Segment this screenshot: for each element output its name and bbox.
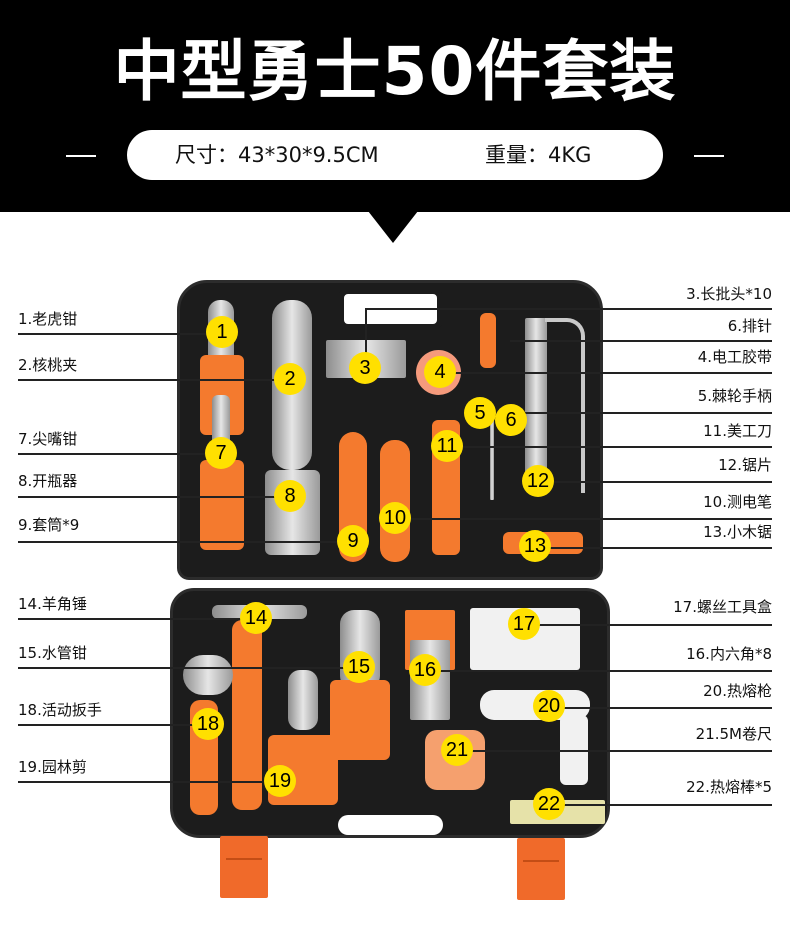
leader-line-9: [18, 541, 353, 543]
leader-line-3-vertical: [365, 308, 367, 360]
leader-line-1: [18, 333, 216, 335]
label-17: 17.螺丝工具盒: [673, 598, 772, 616]
badge-12: 12: [522, 465, 554, 497]
badge-20: 20: [533, 690, 565, 722]
leader-line-2: [18, 379, 288, 381]
leader-line-7: [18, 453, 218, 455]
wrench-head: [183, 655, 233, 695]
leader-line-13: [535, 547, 772, 549]
latch-left: [220, 836, 268, 898]
leader-line-21: [458, 750, 772, 752]
label-8: 8.开瓶器: [18, 472, 78, 490]
label-3: 3.长批头*10: [686, 285, 772, 303]
shears-blade: [288, 670, 318, 730]
divider-left: [66, 155, 96, 157]
leader-line-5: [480, 412, 772, 414]
label-1: 1.老虎钳: [18, 310, 78, 328]
badge-4: 4: [424, 356, 456, 388]
leader-line-16: [427, 670, 772, 672]
label-6: 6.排针: [727, 317, 772, 335]
label-14: 14.羊角锤: [18, 595, 87, 613]
ratchet-handle: [480, 313, 496, 368]
label-21: 21.5M卷尺: [695, 725, 772, 743]
label-19: 19.园林剪: [18, 758, 87, 776]
badge-3: 3: [349, 352, 381, 384]
label-7: 7.尖嘴钳: [18, 430, 78, 448]
label-4: 4.电工胶带: [697, 348, 772, 366]
leader-line-8: [18, 496, 288, 498]
leader-line-22: [550, 804, 772, 806]
badge-5: 5: [464, 397, 496, 429]
leader-line-20: [550, 707, 772, 709]
leader-line-15: [18, 667, 363, 669]
needle-nose-handle: [200, 460, 244, 550]
leader-line-10: [395, 518, 772, 520]
label-16: 16.内六角*8: [686, 645, 772, 663]
label-18: 18.活动扳手: [18, 701, 102, 719]
label-10: 10.测电笔: [703, 493, 772, 511]
badge-8: 8: [274, 480, 306, 512]
label-22: 22.热熔棒*5: [686, 778, 772, 796]
screwdriver-shaft: [490, 420, 494, 500]
hammer-handle: [232, 620, 262, 810]
badge-2: 2: [274, 363, 306, 395]
leader-line-6: [510, 340, 772, 342]
badge-17: 17: [508, 608, 540, 640]
badge-19: 19: [264, 765, 296, 797]
header-banner: 中型勇士50件套装 尺寸：43*30*9.5CM 重量：4KG: [0, 0, 790, 212]
badge-13: 13: [519, 530, 551, 562]
label-2: 2.核桃夹: [18, 356, 78, 374]
leader-line-12: [538, 481, 772, 483]
label-12: 12.锯片: [718, 456, 772, 474]
badge-6: 6: [495, 404, 527, 436]
leader-line-14: [18, 618, 256, 620]
badge-16: 16: [409, 654, 441, 686]
weight-spec: 重量：4KG: [485, 143, 592, 167]
spec-pill: 尺寸：43*30*9.5CM 重量：4KG: [127, 130, 663, 180]
badge-7: 7: [205, 437, 237, 469]
leader-line-17: [525, 624, 772, 626]
size-spec: 尺寸：43*30*9.5CM: [175, 143, 379, 167]
badge-10: 10: [379, 502, 411, 534]
leader-line-19: [18, 781, 280, 783]
water-pump-plier-handle: [330, 680, 390, 760]
base-handle-cutout: [338, 815, 443, 835]
label-15: 15.水管钳: [18, 644, 87, 662]
page-title: 中型勇士50件套装: [113, 33, 677, 110]
leader-line-11: [447, 446, 772, 448]
latch-right: [517, 838, 565, 900]
leader-line-3: [365, 308, 772, 310]
saw-blade: [525, 318, 547, 488]
pointer-arrow-icon: [368, 211, 418, 243]
badge-21: 21: [441, 734, 473, 766]
badge-11: 11: [431, 430, 463, 462]
label-20: 20.热熔枪: [703, 682, 772, 700]
divider-right: [694, 155, 724, 157]
badge-22: 22: [533, 788, 565, 820]
label-9: 9.套筒*9: [18, 516, 80, 534]
badge-15: 15: [343, 651, 375, 683]
hacksaw-frame: [545, 318, 585, 493]
label-13: 13.小木锯: [703, 523, 772, 541]
leader-line-4: [440, 372, 772, 374]
badge-18: 18: [192, 708, 224, 740]
label-11: 11.美工刀: [703, 422, 772, 440]
leader-line-18: [18, 724, 208, 726]
badge-14: 14: [240, 602, 272, 634]
badge-9: 9: [337, 525, 369, 557]
badge-1: 1: [206, 316, 238, 348]
voltage-tester: [380, 440, 410, 562]
label-5: 5.棘轮手柄: [697, 387, 772, 405]
